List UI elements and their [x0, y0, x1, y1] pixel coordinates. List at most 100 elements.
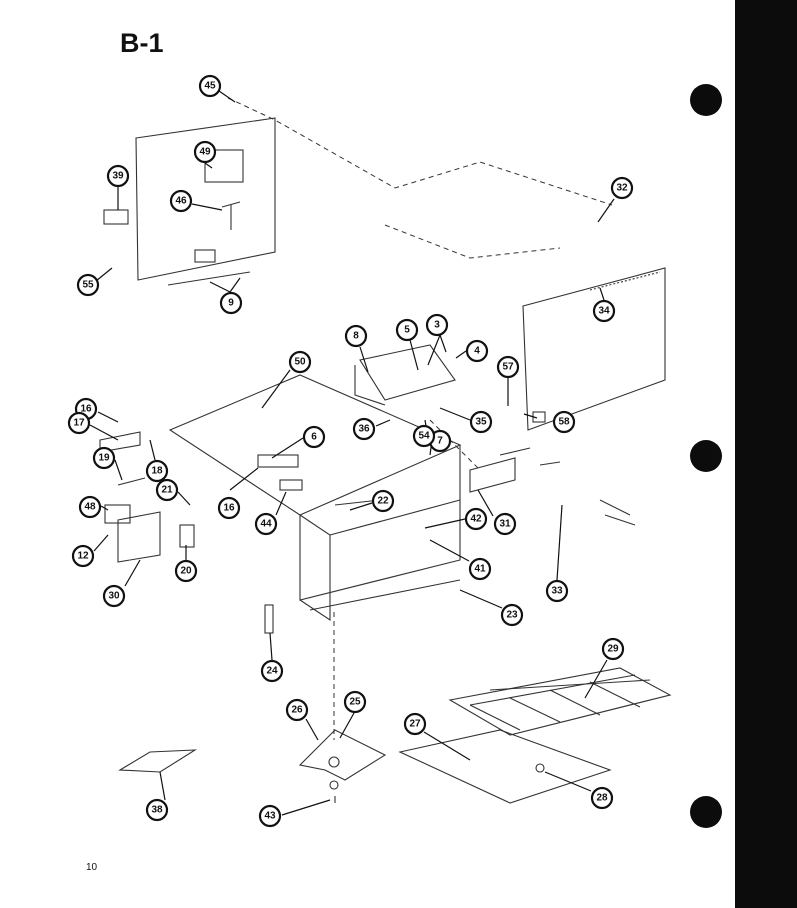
- callout-label: 35: [475, 417, 487, 428]
- binder-hole-top: [690, 84, 722, 116]
- callout-label: 49: [199, 147, 211, 158]
- page-number: 10: [86, 862, 98, 873]
- callout-30: 30: [102, 584, 126, 608]
- callout-33: 33: [545, 579, 569, 603]
- callout-label: 23: [506, 610, 518, 621]
- callout-5: 5: [395, 318, 419, 342]
- callout-label: 50: [294, 357, 306, 368]
- callout-label: 8: [353, 331, 359, 342]
- tray-sheet: [398, 729, 612, 804]
- scan-edge-band: [735, 0, 797, 908]
- callout-label: 25: [349, 697, 361, 708]
- callout-29: 29: [601, 637, 625, 661]
- callout-55: 55: [76, 273, 100, 297]
- callout-label: 55: [82, 280, 94, 291]
- callout-35: 35: [469, 410, 493, 434]
- callout-46: 46: [169, 189, 193, 213]
- callout-label: 16: [80, 404, 92, 415]
- callout-28: 28: [590, 786, 614, 810]
- callout-label: 48: [84, 502, 96, 513]
- callout-label: 28: [596, 793, 608, 804]
- callout-label: 29: [607, 644, 619, 655]
- callout-48: 48: [78, 495, 102, 519]
- main-chassis: [99, 344, 636, 634]
- tray-frame: [448, 667, 672, 736]
- callout-label: 3: [434, 320, 440, 331]
- callout-label: 57: [502, 362, 514, 373]
- callout-12: 12: [71, 544, 95, 568]
- callout-label: 36: [358, 424, 370, 435]
- callout-41: 41: [468, 557, 492, 581]
- callout-label: 27: [409, 719, 421, 730]
- callout-45: 45: [198, 74, 222, 98]
- callout-18: 18: [145, 459, 169, 483]
- callout-32: 32: [610, 176, 634, 200]
- callout-label: 30: [108, 591, 120, 602]
- callout-43: 43: [258, 804, 282, 828]
- callout-8: 8: [344, 324, 368, 348]
- callout-17: 17: [67, 411, 91, 435]
- callout-26: 26: [285, 698, 309, 722]
- callout-label: 5: [404, 325, 410, 336]
- callout-49: 49: [193, 140, 217, 164]
- callout-label: 12: [77, 551, 89, 562]
- callout-57: 57: [496, 355, 520, 379]
- gasket: [118, 749, 198, 773]
- callout-label: 21: [161, 485, 173, 496]
- callout-label: 20: [180, 566, 192, 577]
- callout-label: 38: [151, 805, 163, 816]
- callout-21: 21: [155, 478, 179, 502]
- callout-38: 38: [145, 798, 169, 822]
- callout-label: 32: [616, 183, 628, 194]
- callout-24: 24: [260, 659, 284, 683]
- exploded-parts-diagram: 45 49 39 46 55 9 32 34 8 5 3 4 57 58 50 …: [67, 74, 672, 828]
- callout-44: 44: [254, 512, 278, 536]
- callout-label: 43: [264, 811, 276, 822]
- callout-label: 22: [377, 496, 389, 507]
- callout-label: 6: [311, 432, 317, 443]
- callout-25: 25: [343, 690, 367, 714]
- callout-23: 23: [500, 603, 524, 627]
- binder-hole-bottom: [690, 796, 722, 828]
- callout-label: 44: [260, 519, 272, 530]
- callout-label: 46: [175, 196, 187, 207]
- callout-19: 19: [92, 446, 116, 470]
- callout-31: 31: [493, 512, 517, 536]
- callout-label: 33: [551, 586, 563, 597]
- callout-58: 58: [552, 410, 576, 434]
- callout-4: 4: [465, 339, 489, 363]
- callout-label: 41: [474, 564, 486, 575]
- callout-label: 24: [266, 666, 278, 677]
- callout-label: 16: [223, 503, 235, 514]
- page-title: B-1: [120, 28, 164, 58]
- callout-20: 20: [174, 559, 198, 583]
- callout-label: 31: [499, 519, 511, 530]
- callout-label: 19: [98, 453, 110, 464]
- callout-9: 9: [219, 291, 243, 315]
- callout-label: 42: [470, 514, 482, 525]
- callout-34: 34: [592, 299, 616, 323]
- callout-label: 45: [204, 81, 216, 92]
- callout-label: 7: [437, 436, 443, 447]
- callout-label: 4: [474, 346, 480, 357]
- side-panel: [522, 267, 666, 431]
- callout-6: 6: [302, 425, 326, 449]
- callout-22: 22: [371, 489, 395, 513]
- rear-panel: [103, 117, 276, 286]
- callout-label: 39: [112, 171, 124, 182]
- callout-label: 9: [228, 298, 234, 309]
- callout-label: 26: [291, 705, 303, 716]
- callout-label: 54: [418, 431, 430, 442]
- callout-39: 39: [106, 164, 130, 188]
- callout-16-lower: 16: [217, 496, 241, 520]
- callout-54: 54: [412, 424, 436, 448]
- callout-36: 36: [352, 417, 376, 441]
- callout-50: 50: [288, 350, 312, 374]
- callout-42: 42: [464, 507, 488, 531]
- base-plate: [298, 729, 387, 803]
- binder-hole-middle: [690, 440, 722, 472]
- callout-label: 18: [151, 466, 163, 477]
- callout-label: 34: [598, 306, 610, 317]
- callout-label: 17: [73, 418, 85, 429]
- callout-label: 58: [558, 417, 570, 428]
